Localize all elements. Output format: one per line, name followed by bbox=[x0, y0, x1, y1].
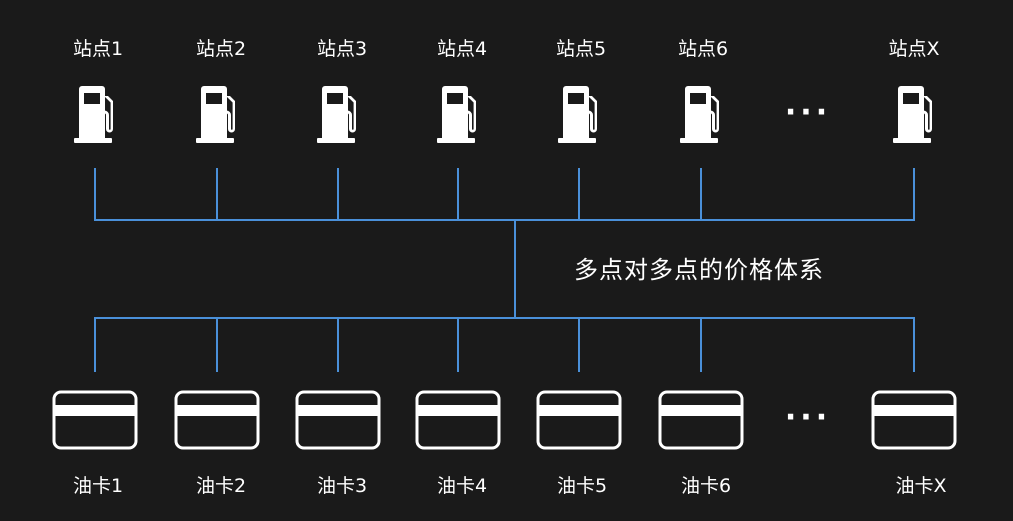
card-icon bbox=[295, 390, 381, 450]
card-label-1: 油卡1 bbox=[72, 475, 124, 497]
station-label-5: 站点5 bbox=[555, 38, 607, 60]
fuel-pump-icon bbox=[558, 86, 597, 143]
pricing-system-label: 多点对多点的价格体系 bbox=[574, 256, 824, 284]
fuel-pump-icon bbox=[196, 86, 235, 143]
card-label-6: 油卡6 bbox=[680, 475, 732, 497]
station-ellipsis: ··· bbox=[784, 95, 832, 130]
card-label-4: 油卡4 bbox=[436, 475, 488, 497]
station-label-3: 站点3 bbox=[316, 38, 368, 60]
card-label-3: 油卡3 bbox=[316, 475, 368, 497]
station-label-4: 站点4 bbox=[436, 38, 488, 60]
card-ellipsis: ··· bbox=[784, 400, 832, 435]
station-label-1: 站点1 bbox=[72, 38, 124, 60]
card-icon bbox=[658, 390, 744, 450]
card-icon bbox=[174, 390, 260, 450]
card-icon bbox=[536, 390, 622, 450]
fuel-pump-icon bbox=[437, 86, 476, 143]
card-icon bbox=[871, 390, 957, 450]
card-label-x: 油卡X bbox=[895, 475, 947, 497]
card-icon bbox=[415, 390, 501, 450]
station-label-6: 站点6 bbox=[677, 38, 729, 60]
fuel-pump-icon bbox=[893, 86, 932, 143]
station-label-x: 站点X bbox=[888, 38, 940, 60]
card-label-5: 油卡5 bbox=[556, 475, 608, 497]
station-label-2: 站点2 bbox=[195, 38, 247, 60]
card-label-2: 油卡2 bbox=[195, 475, 247, 497]
fuel-pump-icon bbox=[680, 86, 719, 143]
fuel-pump-icon bbox=[317, 86, 356, 143]
fuel-pump-icon bbox=[74, 86, 113, 143]
card-icon bbox=[52, 390, 138, 450]
